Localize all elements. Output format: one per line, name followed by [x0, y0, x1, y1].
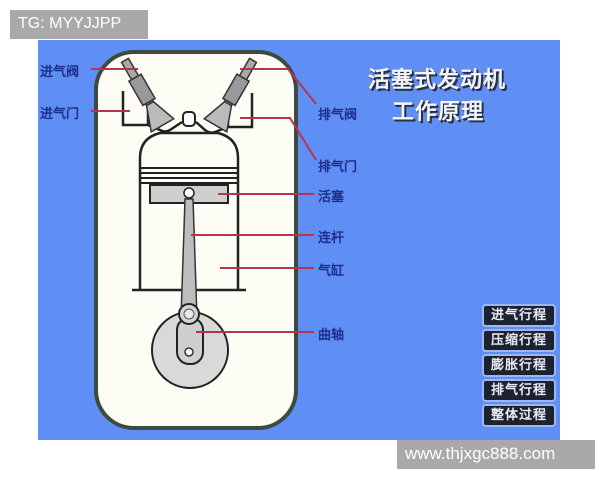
exhaust-valve: [202, 57, 258, 133]
engine-frame: [94, 50, 298, 430]
label-cylinder: 气缸: [318, 264, 345, 279]
intake-stroke-button[interactable]: 进气行程: [482, 304, 556, 327]
label-intake-port: 进气门: [40, 107, 80, 122]
leader-lines: [91, 68, 317, 333]
label-crankshaft: 曲轴: [318, 328, 345, 343]
label-piston: 活塞: [318, 190, 345, 205]
piston-rings: [140, 167, 238, 184]
compression-stroke-button[interactable]: 压缩行程: [482, 329, 556, 352]
full-cycle-button[interactable]: 整体过程: [482, 404, 556, 427]
power-stroke-button[interactable]: 膨胀行程: [482, 354, 556, 377]
watermark-bottom: www.thjxgc888.com: [397, 440, 595, 469]
exhaust-stroke-button[interactable]: 排气行程: [482, 379, 556, 402]
watermark-top: TG: MYYJJPP: [10, 10, 148, 39]
label-exhaust-valve: 排气阀: [318, 108, 358, 123]
diagram-title-line1: 活塞式发动机: [368, 68, 507, 93]
label-intake-valve: 进气阀: [40, 65, 80, 80]
cylinder-wall: [138, 131, 240, 290]
label-exhaust-port: 排气门: [318, 160, 358, 175]
intake-valve: [120, 57, 176, 133]
diagram-title-line2: 工作原理: [392, 100, 485, 125]
spark-plug: [182, 111, 196, 127]
label-connecting-rod: 连杆: [318, 231, 345, 246]
